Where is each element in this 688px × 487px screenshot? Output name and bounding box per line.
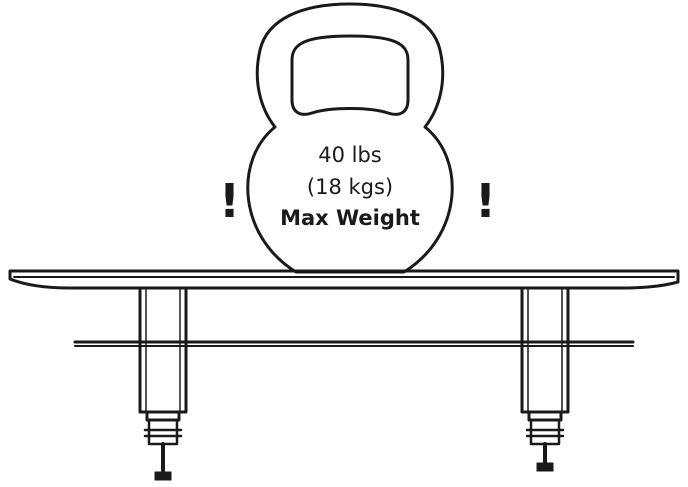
exclamation-icon: ! (475, 174, 496, 228)
right-clamp-icon (525, 418, 565, 472)
crossbar (73, 340, 635, 347)
left-clamp-icon (143, 418, 183, 481)
desktop-board (8, 269, 680, 290)
weight-value: 40 lbs (318, 143, 382, 167)
left-leg (138, 286, 188, 422)
kettlebell-icon (246, 2, 454, 274)
max-weight-caption: Max Weight (280, 206, 420, 230)
weight-metric: (18 kgs) (306, 175, 394, 199)
right-leg (520, 286, 570, 422)
exclamation-icon: ! (219, 174, 240, 228)
